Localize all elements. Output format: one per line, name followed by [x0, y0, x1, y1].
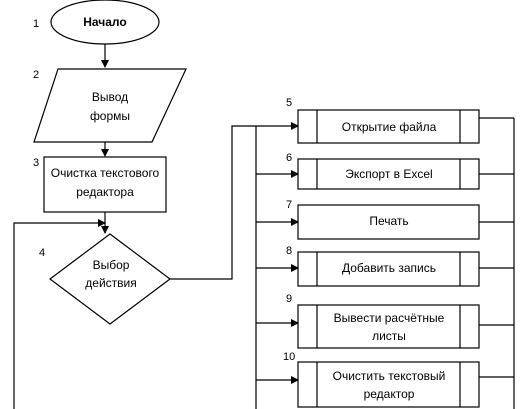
node-9-line2: листы — [372, 329, 406, 343]
node-8-label: Добавить запись — [342, 261, 436, 275]
node-8-number: 8 — [286, 245, 292, 257]
node-10-line2: редактор — [364, 387, 415, 401]
node-10-line1: Очистить текстовый — [333, 369, 446, 383]
node-9-number: 9 — [286, 293, 292, 305]
node-3-line1: Очистка текстового — [51, 166, 160, 180]
node-5-label: Открытие файла — [342, 120, 437, 134]
node-7-number: 7 — [286, 199, 292, 211]
node-4-number: 4 — [39, 247, 45, 259]
node-clear-editor: 3 Очистка текстового редактора — [33, 156, 167, 213]
node-10-number: 10 — [283, 351, 295, 363]
node-3-number: 3 — [33, 157, 39, 169]
node-start: 1 Начало — [33, 0, 160, 45]
node-choose-action: 4 Выбор действия — [39, 233, 171, 325]
node-2-line1: Вывод — [92, 90, 128, 104]
arrow-4-to-actions — [170, 122, 299, 280]
node-export-excel: 6 Экспорт в Excel — [286, 152, 480, 190]
node-print-sheets: 9 Вывести расчётные листы — [286, 293, 480, 349]
node-1-number: 1 — [33, 18, 39, 30]
node-clear-text-editor: 10 Очистить текстовый редактор — [283, 351, 480, 408]
node-6-label: Экспорт в Excel — [345, 167, 432, 181]
node-9-line1: Вывести расчётные — [334, 311, 445, 325]
node-2-line2: формы — [90, 109, 130, 123]
node-3-line2: редактора — [76, 185, 134, 199]
node-1-label: Начало — [83, 15, 126, 29]
node-add-record: 8 Добавить запись — [286, 245, 480, 287]
node-5-number: 5 — [286, 97, 292, 109]
node-7-label: Печать — [369, 214, 408, 228]
node-4-line2: действия — [85, 276, 136, 290]
node-print: 7 Печать — [286, 199, 480, 240]
node-2-number: 2 — [33, 69, 39, 81]
node-output-form: 2 Вывод формы — [33, 68, 187, 143]
node-4-line1: Выбор — [93, 258, 130, 272]
node-6-number: 6 — [286, 152, 292, 164]
loop-back-line — [13, 219, 106, 409]
node-open-file: 5 Открытие файла — [286, 97, 480, 144]
